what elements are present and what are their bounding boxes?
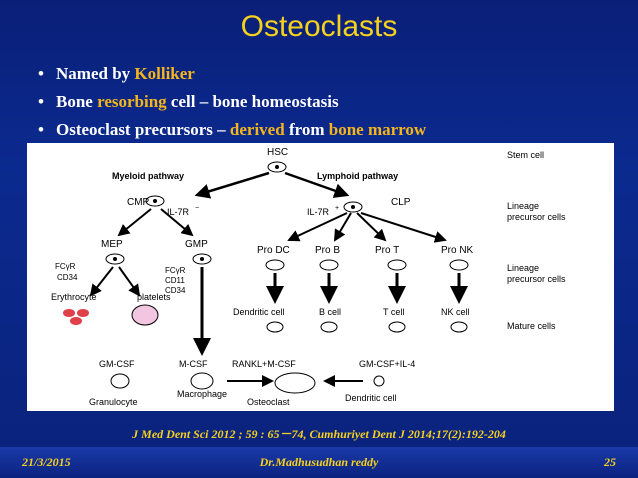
highlight-text: derived: [229, 120, 285, 139]
b-cell-label: B cell: [319, 307, 341, 317]
pro-b-label: Pro B: [315, 245, 340, 256]
bullet-text-part: cell – bone homeostasis: [166, 92, 339, 111]
stem-cell-label: Stem cell: [507, 150, 544, 160]
macrophage-label: Macrophage: [177, 389, 227, 399]
bullet-text: Bone resorbing cell – bone homeostasis: [56, 92, 339, 111]
pro-dc-cell: [265, 259, 285, 271]
bullet-dot-icon: •: [38, 64, 44, 83]
gmp-label: GMP: [185, 239, 208, 250]
bullet-text-part: Osteoclast precursors –: [56, 120, 230, 139]
slide-title: Osteoclasts: [240, 10, 398, 43]
granulocyte-icon: [110, 373, 130, 389]
mature-cells-label: Mature cells: [507, 321, 556, 331]
dendritic-cell-2-label: Dendritic cell: [345, 393, 397, 403]
bullet-text-part: Bone: [56, 92, 98, 111]
dendritic-cell-2-icon: [373, 375, 385, 387]
cmp-label: CMP: [127, 197, 150, 208]
footer-author: Dr.Madhusudhan reddy: [259, 455, 379, 469]
cd34-plus-label: CD34: [165, 286, 186, 295]
bullet-text: Osteoclast precursors – derived from bon…: [56, 120, 426, 139]
platelets-label: platelets: [137, 292, 171, 302]
clp-cell: [343, 201, 363, 213]
cmp-cell: [145, 195, 165, 207]
citation: J Med Dent Sci 2012 ; 59 : 65－74, Cumhur…: [132, 427, 506, 441]
platelets-icon: [131, 304, 159, 326]
mep-cell: [105, 253, 125, 265]
bullet-dot-icon: •: [38, 120, 44, 139]
pro-dc-label: Pro DC: [257, 245, 290, 256]
bullet-list: • Named by Kolliker • Bone resorbing cell …: [38, 60, 426, 144]
pro-nk-label: Pro NK: [441, 245, 474, 256]
bullet-item: • Named by Kolliker: [38, 60, 426, 88]
bullet-text-part: Named by: [56, 64, 135, 83]
lymphoid-arrow: [284, 171, 350, 198]
cd11-label: CD11: [165, 276, 185, 285]
bullet-text-part: from: [284, 120, 329, 139]
clp-label: CLP: [391, 197, 411, 208]
bullet-dot-icon: •: [38, 92, 44, 111]
hematopoiesis-diagram-svg: HSC Stem cell Myeloid pathway Lymphoid p…: [51, 147, 566, 407]
erythrocyte-icon: [63, 309, 75, 317]
m-csf-label: M-CSF: [179, 359, 208, 369]
t-cell-label: T cell: [383, 307, 404, 317]
macrophage-icon: [190, 372, 214, 390]
footer-date: 21/3/2015: [22, 455, 71, 469]
bullet-text: Named by Kolliker: [56, 64, 195, 83]
myeloid-arrow: [194, 171, 270, 199]
highlight-text: resorbing: [97, 92, 167, 111]
highlight-text: Kolliker: [134, 64, 195, 83]
gm-csf-il4-label: GM-CSF+IL-4: [359, 359, 415, 369]
hsc-cell: [267, 161, 287, 173]
granulocyte-label: Granulocyte: [89, 397, 138, 407]
lineage-minus-label-2: precursor cells: [507, 212, 566, 222]
lymphoid-pathway-label: Lymphoid pathway: [317, 171, 398, 181]
gmp-cell: [192, 253, 212, 265]
page-number: 25: [604, 455, 616, 469]
hsc-label: HSC: [267, 147, 288, 158]
fcyr-hi-label: FCγR: [165, 266, 186, 275]
gm-csf-label: GM-CSF: [99, 359, 135, 369]
il7r-plus-label: IL-7R: [307, 207, 330, 217]
hematopoiesis-diagram: HSC Stem cell Myeloid pathway Lymphoid p…: [27, 143, 614, 411]
pro-t-label: Pro T: [375, 245, 399, 256]
erythrocyte-label: Erythrocyte: [51, 292, 97, 302]
highlight-text: bone marrow: [328, 120, 427, 139]
lineage-minus-label: Lineage: [507, 201, 539, 211]
pro-nk-cell: [449, 259, 469, 271]
fcyr-lo-label: FCγR: [55, 262, 76, 271]
dendritic-cell-label: Dendritic cell: [233, 307, 285, 317]
mep-label: MEP: [101, 239, 123, 250]
t-cell-icon: [388, 321, 406, 333]
lineage-plus-label-2: precursor cells: [507, 274, 566, 284]
osteoclast-icon: [274, 372, 316, 394]
myeloid-pathway-label: Myeloid pathway: [112, 171, 184, 181]
bullet-item: • Bone resorbing cell – bone homeostasis: [38, 88, 426, 116]
lineage-plus-label: Lineage: [507, 263, 539, 273]
svg-text:−: −: [195, 205, 199, 212]
b-cell-icon: [320, 321, 338, 333]
dendritic-cell-icon: [266, 321, 284, 333]
nk-cell-label: NK cell: [441, 307, 470, 317]
pro-t-cell: [387, 259, 407, 271]
svg-text:+: +: [335, 205, 339, 212]
pro-b-cell: [319, 259, 339, 271]
il7r-minus-label: IL-7R: [167, 207, 190, 217]
nk-cell-icon: [450, 321, 468, 333]
bullet-item: • Osteoclast precursors – derived from bo…: [38, 116, 426, 144]
footer: 21/3/2015 Dr.Madhusudhan reddy 25: [0, 447, 638, 478]
osteoclast-label: Osteoclast: [247, 397, 290, 407]
rankl-label: RANKL+M-CSF: [232, 359, 296, 369]
cd34-minus-label: CD34: [57, 273, 78, 282]
